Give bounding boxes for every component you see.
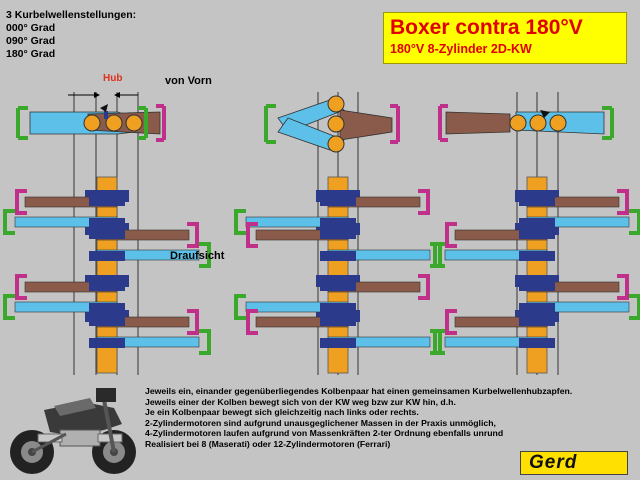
front-view-label: von Vorn bbox=[165, 75, 212, 87]
top-views bbox=[3, 176, 640, 374]
crank-web bbox=[89, 303, 125, 313]
front-view-000 bbox=[16, 92, 166, 375]
cylinder-magenta bbox=[156, 104, 166, 142]
cylinder-bracket bbox=[187, 222, 199, 248]
motorcycle-image bbox=[10, 388, 136, 474]
crank-web bbox=[519, 338, 555, 348]
crank-web bbox=[320, 338, 356, 348]
hub-label: Hub bbox=[103, 73, 123, 84]
description-line: Jeweils einer der Kolben bewegt sich von… bbox=[145, 396, 456, 407]
crank-web bbox=[320, 251, 356, 261]
description-line: Realisiert bei 8 (Maserati) oder 12-Zyli… bbox=[145, 438, 391, 449]
crank-web bbox=[519, 218, 555, 228]
crank-web bbox=[519, 316, 555, 326]
cylinder-bracket bbox=[617, 274, 629, 300]
cylinder-bracket bbox=[15, 189, 27, 215]
cylinder-bracket bbox=[187, 309, 199, 335]
crank-web bbox=[320, 218, 356, 228]
cylinder-bracket bbox=[433, 329, 445, 355]
cylinder-bracket bbox=[629, 209, 640, 235]
crank-web bbox=[89, 196, 125, 206]
crank-web bbox=[320, 281, 356, 291]
description-line: Je ein Kolbenpaar bewegt sich gleichzeit… bbox=[145, 407, 419, 418]
crank-web bbox=[519, 281, 555, 291]
crank-web bbox=[89, 338, 125, 348]
cylinder-bracket bbox=[617, 189, 629, 215]
description-line: 4-Zylindermotoren laufen aufgrund von Ma… bbox=[145, 428, 504, 439]
cylinder-bracket bbox=[418, 274, 430, 300]
crank-web bbox=[320, 229, 356, 239]
description-block: Jeweils ein, einander gegenüberliegendes… bbox=[145, 386, 640, 450]
cylinder-bracket bbox=[3, 294, 15, 320]
crank-web bbox=[320, 196, 356, 206]
crank-web bbox=[519, 229, 555, 239]
title-main: Boxer contra 180°V bbox=[390, 16, 583, 39]
title-box: Boxer contra 180°V 180°V 8-Zylinder 2D-K… bbox=[383, 12, 627, 64]
crank-web bbox=[519, 196, 555, 206]
crank-web bbox=[89, 281, 125, 291]
cylinder-bracket bbox=[445, 309, 457, 335]
description-line: Jeweils ein, einander gegenüberliegendes… bbox=[145, 386, 573, 396]
cylinder-bracket bbox=[234, 294, 246, 320]
front-views bbox=[16, 92, 614, 375]
cylinder-bracket bbox=[433, 242, 445, 268]
cylinder-bracket bbox=[15, 274, 27, 300]
cylinder-bracket bbox=[629, 294, 640, 320]
gerd-logo: Gerd bbox=[520, 451, 628, 475]
crank-positions-heading: 3 Kurbelwellenstellungen: bbox=[6, 9, 137, 21]
top-view-label: Draufsicht bbox=[170, 250, 225, 262]
crank-web bbox=[519, 251, 555, 261]
cylinder-green bbox=[16, 106, 28, 140]
cylinder-bracket bbox=[199, 242, 211, 268]
crank-web bbox=[320, 316, 356, 326]
logo-text: Gerd bbox=[529, 452, 578, 473]
position-000: 000° Grad bbox=[6, 22, 56, 34]
front-view-180 bbox=[438, 92, 614, 375]
description-line: 2-Zylindermotoren sind aufgrund unausgeg… bbox=[145, 417, 496, 428]
cylinder-bracket bbox=[445, 222, 457, 248]
crank-positions-block: 3 Kurbelwellenstellungen: 000° Grad 090°… bbox=[6, 9, 136, 61]
crank-web bbox=[89, 316, 125, 326]
crank-web bbox=[89, 251, 125, 261]
crank-web bbox=[89, 218, 125, 228]
cylinder-bracket bbox=[246, 309, 258, 335]
crank-web bbox=[320, 303, 356, 313]
cylinder-bracket bbox=[246, 222, 258, 248]
cylinder-bracket bbox=[418, 189, 430, 215]
position-180: 180° Grad bbox=[6, 48, 56, 60]
cylinder-bracket bbox=[234, 209, 246, 235]
position-090: 090° Grad bbox=[6, 35, 56, 47]
crank-web bbox=[519, 303, 555, 313]
cylinder-bracket bbox=[199, 329, 211, 355]
crank-web bbox=[89, 229, 125, 239]
cylinder-bracket bbox=[3, 209, 15, 235]
title-sub: 180°V 8-Zylinder 2D-KW bbox=[390, 42, 532, 56]
